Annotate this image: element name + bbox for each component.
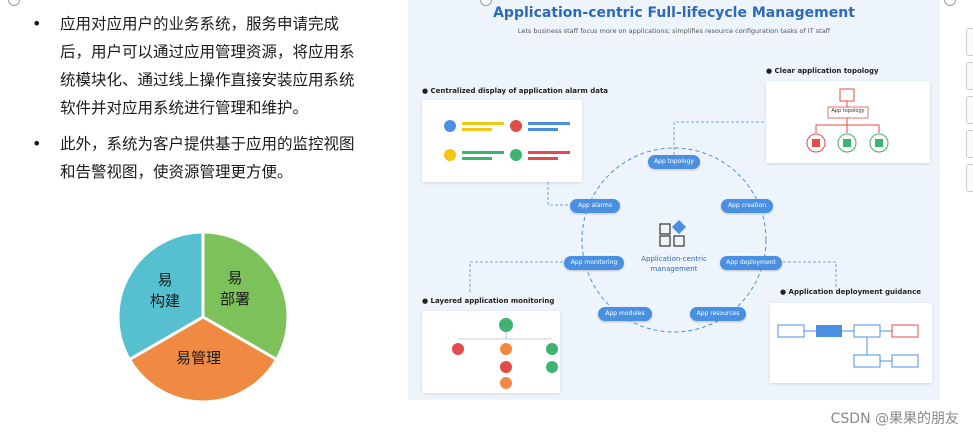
pie-slice-build [118,232,205,362]
bullet-dot: • [32,14,42,33]
bullet-list: • 应用对应用户的业务系统，服务申请完成后，用户可以通过应用管理资源，将应用系统模… [30,10,360,194]
alarm-card [422,100,582,182]
watermark-text: CSDN @果果的朋友 [830,411,959,427]
cycle-app-alarms: App alarms [570,199,620,213]
pie-label-line: 构建 [150,292,181,310]
topology-box-label: App topology [831,108,865,114]
side-tab[interactable] [966,164,973,192]
pie-label-line: 易管理 [176,349,222,367]
center-label-line: Application-centric [641,255,707,263]
bullet-item: • 应用对应用户的业务系统，服务申请完成后，用户可以通过应用管理资源，将应用系统模… [30,10,360,122]
bullet-item: • 此外，系统为客户提供基于应用的监控视图和告警视图，使资源管理更方便。 [30,130,360,186]
side-tab[interactable] [966,62,973,90]
side-tab[interactable] [966,28,973,56]
deployment-illustration [777,324,919,368]
corner-handle [944,0,956,6]
topology-card: App topology [766,81,930,163]
cycle-app-creation: App creation [721,199,773,213]
cycle-app-deployment: App deployment [720,256,782,270]
pie-label-line: 部署 [220,290,251,308]
monitoring-illustration [452,318,558,389]
diagram-subtitle: Lets business staff focus more on applic… [517,27,831,35]
section-title-topology: ● Clear application topology [766,67,879,75]
cycle-app-resources: App resources [690,307,746,321]
pie-label-manage: 易管理 [176,348,221,369]
alarm-illustration [444,120,570,161]
side-tab[interactable] [966,96,973,124]
monitoring-card [422,311,560,393]
corner-handle [8,0,20,6]
center-label: Application-centric management [634,254,714,274]
bullet-text: 此外，系统为客户提供基于应用的监控视图和告警视图，使资源管理更方便。 [60,135,355,181]
pie-slice-manage [127,315,279,402]
lifecycle-diagram: Application-centric Full-lifecycle Manag… [408,0,940,400]
center-label-line: management [650,265,698,273]
app-grid-icon [659,220,687,247]
section-title-monitoring: ● Layered application monitoring [422,297,555,305]
bullet-text: 应用对应用户的业务系统，服务申请完成后，用户可以通过应用管理资源，将应用系统模块… [60,15,355,117]
side-toolbar [944,0,973,200]
pie-label-build: 易 构建 [150,270,180,312]
diagram-title: Application-centric Full-lifecycle Manag… [493,5,855,21]
side-tab[interactable] [966,130,973,158]
pie-label-line: 易 [227,269,243,287]
bullet-dot: • [32,134,42,153]
section-title-alarm: ● Centralized display of application ala… [422,87,609,95]
pie-label-deploy: 易 部署 [220,268,250,310]
cycle-app-topology: App topology [648,155,700,169]
pie-label-line: 易 [157,271,173,289]
pie-diagram [118,232,288,402]
cycle-app-monitoring: App monitoring [564,256,624,270]
cycle-app-modules: App modules [598,307,652,321]
deployment-card [770,303,932,383]
topology-illustration [806,88,889,153]
left-content: • 应用对应用户的业务系统，服务申请完成后，用户可以通过应用管理资源，将应用系统模… [0,0,400,436]
section-title-deployment: ● Application deployment guidance [780,288,921,296]
